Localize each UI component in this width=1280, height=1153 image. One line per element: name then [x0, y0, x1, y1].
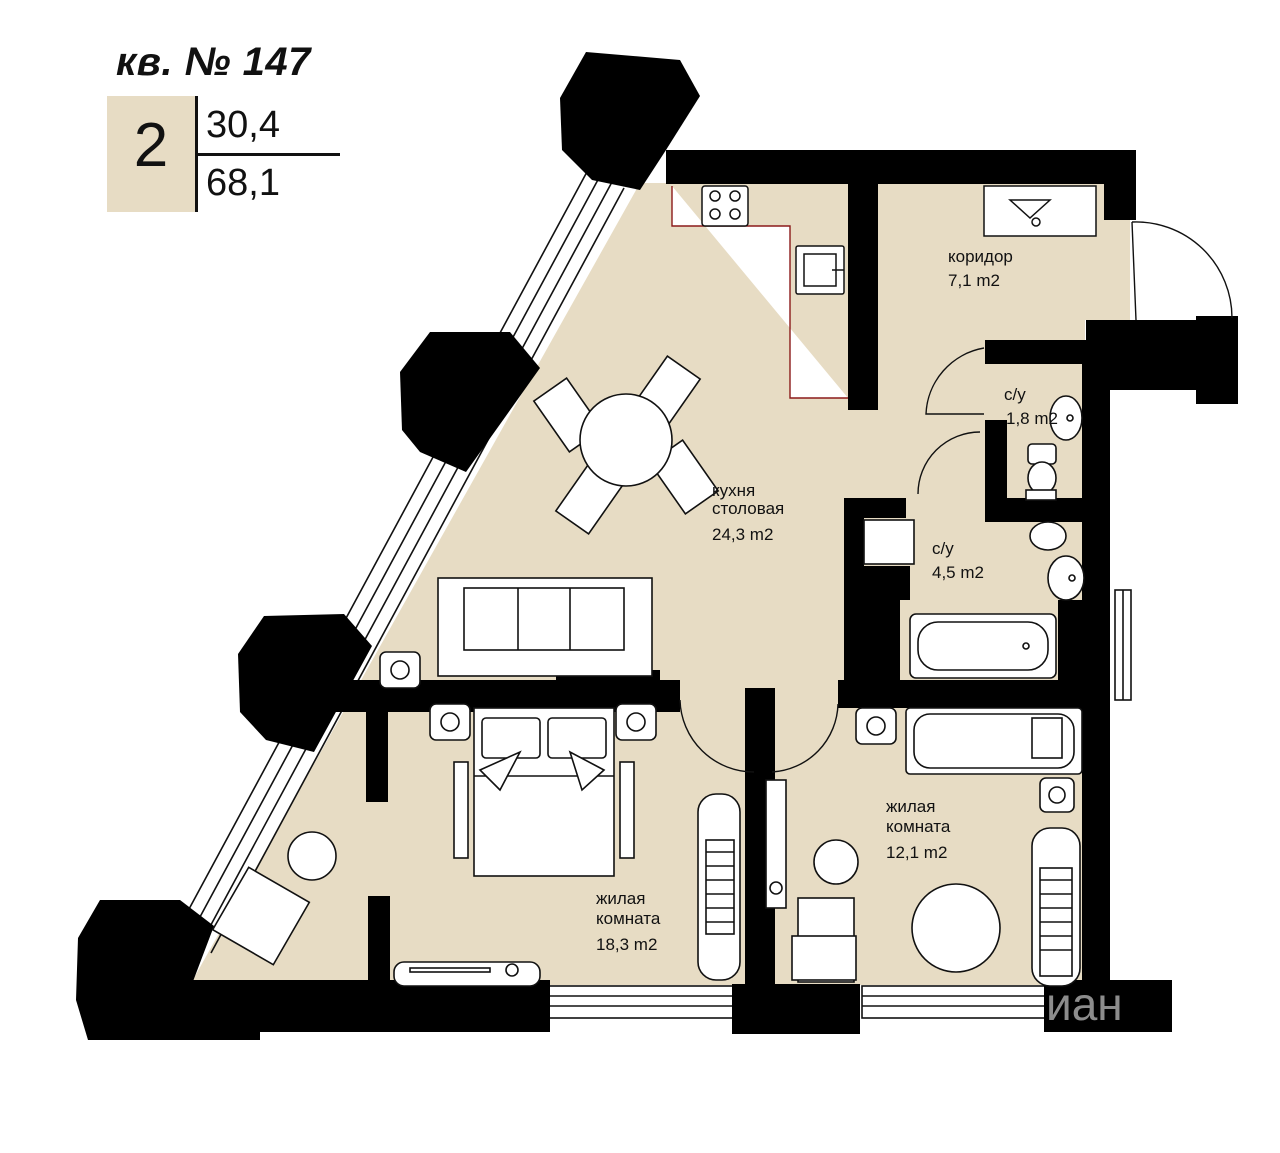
armchair-icon [211, 831, 337, 966]
apartment-title: кв. № 147 [116, 40, 311, 84]
radiator-units [697, 779, 1081, 987]
corridor-area: 7,1 m2 [948, 271, 1000, 290]
living-large-name-1: жилая [596, 889, 645, 908]
bed-icon [453, 707, 635, 877]
living-large-area: 18,3 m2 [596, 935, 657, 954]
bath-area: 4,5 m2 [932, 563, 984, 582]
living-large-name-2: комната [596, 909, 661, 928]
living-small-name-1: жилая [886, 797, 935, 816]
kitchen-sink-icon [795, 245, 845, 295]
desk-set-icon [791, 839, 1001, 983]
kitchen-name-1: кухня [712, 481, 755, 500]
bathroom-fixtures [863, 519, 1085, 679]
window-right [1114, 589, 1132, 701]
window-diagonal [174, 169, 625, 954]
dresser-icon [393, 961, 541, 987]
door-swings [679, 347, 985, 773]
outlet-icons [379, 651, 1075, 813]
sofa-icon [437, 577, 653, 677]
rooms-count-box: 2 [107, 96, 195, 212]
corridor-name: коридор [948, 247, 1013, 266]
watermark-text: иан [1046, 978, 1123, 1030]
kitchen-counter [671, 186, 848, 399]
bathtub-icon [905, 707, 1083, 775]
wardrobe-icon [983, 185, 1097, 237]
floor-area [190, 183, 1130, 985]
rooms-count: 2 [133, 111, 169, 180]
wc-small-fixtures [1025, 395, 1083, 501]
kitchen-name-2: столовая [712, 499, 784, 518]
dining-table-icon [532, 355, 720, 535]
bath-name: с/у [932, 539, 954, 558]
wc-small-name: с/у [1004, 385, 1026, 404]
header-divider-vertical [195, 96, 198, 212]
wc-small-area: 1,8 m2 [1006, 409, 1058, 428]
header-divider-horizontal [198, 153, 340, 156]
living-small-name-2: комната [886, 817, 951, 836]
total-area-value: 68,1 [206, 162, 280, 204]
stove-icon [701, 185, 749, 227]
kitchen-area: 24,3 m2 [712, 525, 773, 544]
living-area-value: 30,4 [206, 104, 280, 146]
living-small-area: 12,1 m2 [886, 843, 947, 862]
walls [76, 52, 1238, 1040]
entry-door [1131, 221, 1233, 321]
